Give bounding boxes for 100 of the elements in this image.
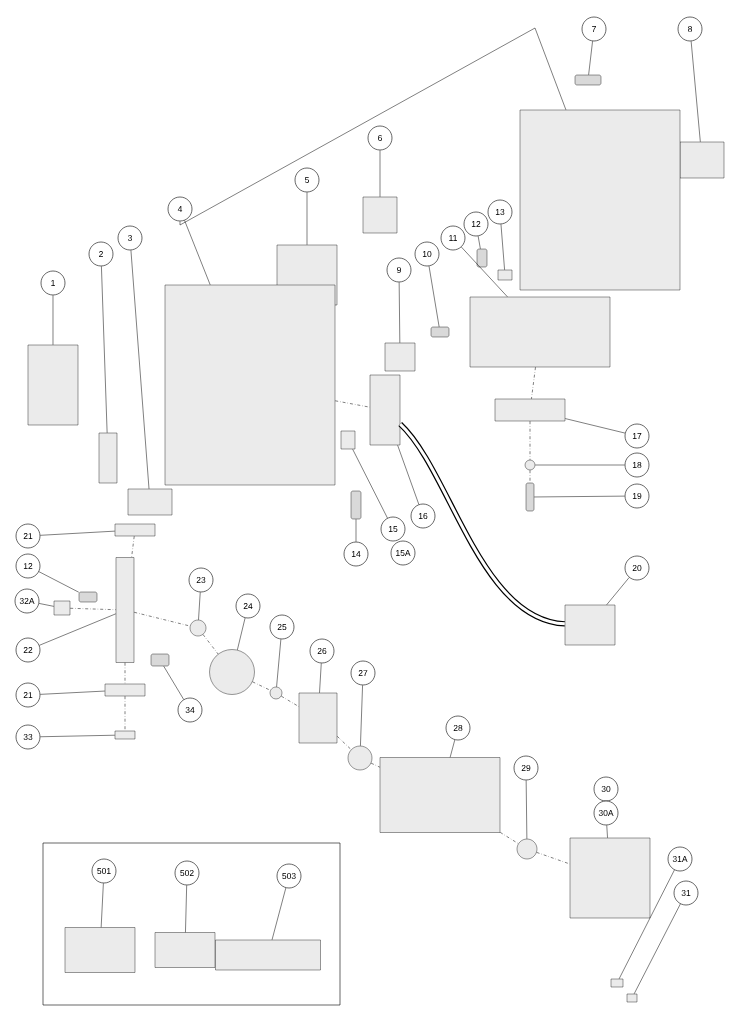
- callout-number: 7: [581, 16, 607, 42]
- center-line: [133, 612, 191, 627]
- part-drawing: [564, 604, 616, 646]
- callout-number: 20: [624, 555, 650, 581]
- leader-line: [38, 603, 55, 607]
- leader-line: [179, 27, 567, 226]
- leader-line: [449, 739, 456, 758]
- leader-line: [40, 690, 106, 695]
- leader-line: [100, 883, 104, 928]
- part-drawing: [524, 459, 536, 471]
- part-drawing: [115, 557, 135, 663]
- part-drawing: [679, 141, 725, 179]
- leader-line: [564, 418, 626, 434]
- leader-line: [355, 518, 357, 542]
- part-drawing: [362, 196, 398, 234]
- callout-number: 17: [624, 423, 650, 449]
- leader-line: [237, 617, 246, 651]
- leader-line: [184, 220, 211, 286]
- leader-line: [38, 571, 80, 593]
- center-line: [202, 634, 219, 655]
- center-line: [529, 469, 531, 484]
- leader-line: [40, 530, 116, 536]
- callout-number: 12: [15, 553, 41, 579]
- callout-number: 21: [15, 523, 41, 549]
- part-drawing: [114, 730, 136, 740]
- leader-line: [533, 495, 625, 498]
- part-drawing: [27, 344, 79, 426]
- callout-number: 8: [677, 16, 703, 42]
- callout-number: 9: [386, 257, 412, 283]
- part-drawing: [209, 649, 255, 695]
- center-line: [124, 695, 126, 732]
- leader-line: [163, 665, 184, 700]
- part-drawing: [164, 284, 336, 486]
- callout-number: 15: [380, 516, 406, 542]
- leader-line: [360, 685, 363, 747]
- callout-number: 2: [88, 241, 114, 267]
- callout-number: 21: [15, 682, 41, 708]
- center-line: [536, 852, 571, 865]
- part-drawing: [127, 488, 173, 516]
- callout-number: 16: [410, 503, 436, 529]
- leader-line: [461, 246, 508, 298]
- part-drawing: [78, 591, 98, 603]
- leader-line: [588, 40, 593, 76]
- center-line: [334, 400, 371, 408]
- callout-number: 24: [235, 593, 261, 619]
- leader-line: [397, 444, 420, 505]
- center-line: [281, 695, 300, 707]
- leader-line: [534, 464, 625, 466]
- part-drawing: [379, 757, 501, 833]
- leader-line: [618, 869, 675, 980]
- callout-number: 10: [414, 241, 440, 267]
- part-drawing: [516, 838, 538, 860]
- callout-number: 12: [463, 211, 489, 237]
- part-drawing: [114, 523, 156, 537]
- part-drawing: [384, 342, 416, 372]
- leader-line: [606, 825, 608, 839]
- callout-number: 34: [177, 697, 203, 723]
- callout-number: 13: [487, 199, 513, 225]
- part-drawing: [64, 927, 136, 973]
- leader-line: [185, 885, 187, 933]
- callout-number: 11: [440, 225, 466, 251]
- leader-line: [606, 577, 630, 606]
- leader-line: [398, 282, 401, 344]
- part-drawing: [569, 837, 651, 919]
- part-drawing: [476, 248, 488, 268]
- part-drawing: [150, 653, 170, 667]
- leader-line: [52, 295, 54, 346]
- part-drawing: [469, 296, 611, 368]
- part-drawing: [189, 619, 207, 637]
- part-drawing: [497, 269, 513, 281]
- part-drawing: [519, 109, 681, 291]
- callout-number: 4: [167, 196, 193, 222]
- callout-number: 31A: [667, 846, 693, 872]
- callout-number: 32A: [14, 588, 40, 614]
- leader-line: [306, 192, 308, 246]
- leader-line: [101, 266, 108, 434]
- center-line: [529, 420, 531, 461]
- leader-line: [319, 663, 322, 694]
- leader-line: [276, 639, 282, 688]
- part-drawing: [494, 398, 566, 422]
- callout-number: 26: [309, 638, 335, 664]
- callout-number: 503: [276, 863, 302, 889]
- callout-number: 28: [445, 715, 471, 741]
- callout-number: 14: [343, 541, 369, 567]
- part-drawing: [525, 482, 535, 512]
- callout-number: 18: [624, 452, 650, 478]
- center-line: [499, 832, 519, 844]
- leader-line: [379, 150, 381, 198]
- callout-number: 29: [513, 755, 539, 781]
- center-line: [531, 366, 536, 400]
- callout-number: 27: [350, 660, 376, 686]
- callout-number: 30: [593, 776, 619, 802]
- callout-number: 6: [367, 125, 393, 151]
- part-drawing: [350, 490, 362, 520]
- part-drawing: [610, 978, 624, 988]
- part-drawing: [369, 374, 401, 446]
- callout-number: 33: [15, 724, 41, 750]
- callout-number: 22: [15, 637, 41, 663]
- callout-number: 31: [673, 880, 699, 906]
- part-drawing: [269, 686, 283, 700]
